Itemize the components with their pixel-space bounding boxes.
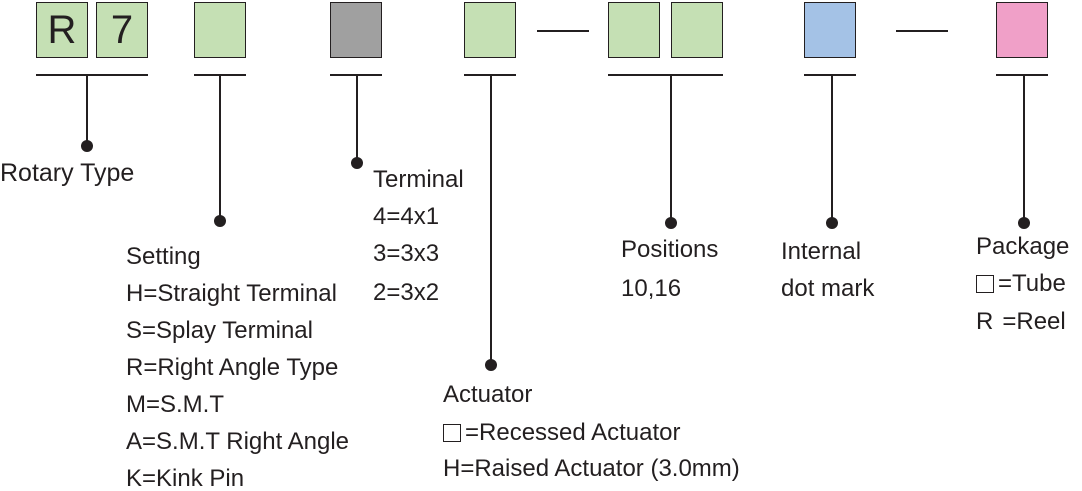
rotary-type-label: Rotary Type bbox=[0, 159, 135, 187]
internal-leader bbox=[831, 75, 833, 223]
blank-code-square-icon bbox=[976, 275, 994, 293]
positions-values: 10,16 bbox=[621, 275, 682, 302]
setting-option-k: K=Kink Pin bbox=[126, 465, 245, 491]
setting-code-box bbox=[194, 2, 246, 58]
package-leader bbox=[1023, 75, 1025, 223]
rotary-type-underline bbox=[36, 74, 148, 76]
terminal-code-box bbox=[330, 2, 382, 58]
internal-line2: dot mark bbox=[781, 275, 875, 302]
actuator-option-raised: H=Raised Actuator (3.0mm) bbox=[443, 455, 740, 482]
terminal-leader bbox=[356, 75, 358, 163]
actuator-dot bbox=[485, 359, 497, 371]
separator-dash-1 bbox=[537, 30, 589, 32]
setting-option-s: S=Splay Terminal bbox=[126, 317, 313, 344]
package-dot bbox=[1018, 217, 1030, 229]
rotary-type-dot bbox=[81, 140, 93, 152]
package-option-tube: =Tube bbox=[976, 272, 1066, 296]
package-option-reel: R =Reel bbox=[976, 310, 1066, 334]
actuator-option-recessed: =Recessed Actuator bbox=[443, 421, 680, 445]
terminal-option-2: 2=3x2 bbox=[373, 279, 440, 306]
code-char-r: R bbox=[47, 8, 77, 52]
actuator-code-box bbox=[464, 2, 516, 58]
actuator-option-recessed-text: =Recessed Actuator bbox=[465, 419, 681, 446]
separator-dash-2 bbox=[896, 30, 948, 32]
package-option-reel-text: =Reel bbox=[1002, 308, 1066, 335]
package-underline bbox=[996, 74, 1048, 76]
positions-leader bbox=[670, 75, 672, 223]
positions-code-box-2 bbox=[671, 2, 723, 58]
setting-option-m: M=S.M.T bbox=[126, 391, 225, 418]
rotary-type-leader bbox=[86, 75, 88, 146]
setting-option-a: A=S.M.T Right Angle bbox=[126, 428, 350, 455]
code-box-7: 7 bbox=[96, 2, 148, 58]
actuator-title: Actuator bbox=[443, 381, 533, 408]
terminal-option-4: 4=4x1 bbox=[373, 203, 440, 230]
code-char-7: 7 bbox=[110, 8, 134, 52]
setting-title: Setting bbox=[126, 243, 201, 270]
setting-option-r: R=Right Angle Type bbox=[126, 354, 339, 381]
positions-underline bbox=[608, 74, 723, 76]
positions-code-box-1 bbox=[608, 2, 660, 58]
setting-dot bbox=[214, 215, 226, 227]
internal-underline bbox=[804, 74, 856, 76]
code-box-r: R bbox=[36, 2, 88, 58]
terminal-dot bbox=[351, 157, 363, 169]
positions-title: Positions bbox=[621, 236, 719, 263]
internal-code-box bbox=[804, 2, 856, 58]
package-option-reel-code: R bbox=[976, 308, 994, 335]
package-code-box bbox=[996, 2, 1048, 58]
setting-leader bbox=[219, 75, 221, 221]
internal-line1: Internal bbox=[781, 238, 862, 265]
setting-option-h: H=Straight Terminal bbox=[126, 280, 337, 307]
package-option-tube-text: =Tube bbox=[998, 270, 1066, 297]
positions-dot bbox=[665, 217, 677, 229]
internal-dot bbox=[826, 217, 838, 229]
blank-code-square-icon bbox=[443, 424, 461, 442]
actuator-leader bbox=[490, 75, 492, 365]
package-title: Package bbox=[976, 233, 1070, 260]
terminal-title: Terminal bbox=[373, 166, 464, 193]
terminal-option-3: 3=3x3 bbox=[373, 240, 440, 267]
